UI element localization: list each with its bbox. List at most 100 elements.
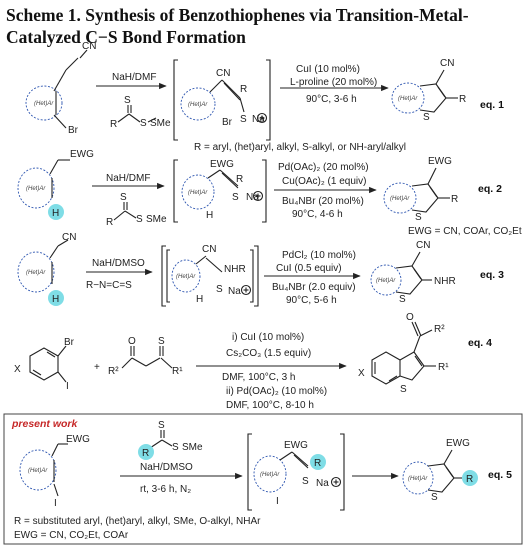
eq5-intermediate: (Het)Ar EWG R S Na I — [247, 433, 345, 511]
eq3-isothiocyanate: R−N=C=S — [86, 280, 132, 291]
svg-text:X: X — [358, 368, 365, 379]
svg-text:EWG: EWG — [210, 159, 234, 170]
eq2-dithioester: S R S SMe — [106, 192, 167, 228]
eq4-cond-5: DMF, 100°C, 8-10 h — [226, 400, 314, 411]
h-highlight — [48, 204, 64, 220]
svg-text:EWG: EWG — [446, 438, 470, 449]
svg-text:R: R — [110, 119, 117, 130]
eq5-substrate: (Het)Ar EWG I — [19, 434, 90, 509]
h-highlight — [48, 290, 64, 306]
eq2-intermediate: (Het)Ar EWG R S Na H — [173, 159, 267, 223]
eq4-thioketone: O R² S R¹ — [108, 336, 183, 377]
svg-text:Br: Br — [222, 117, 233, 128]
h-atom: H — [52, 208, 59, 219]
svg-text:O: O — [406, 312, 414, 323]
eq2-substrate: (Het)Ar EWG H — [17, 149, 94, 220]
svg-text:S: S — [400, 384, 407, 395]
eq1-row: (Het)Ar CN Br NaH/DMF S R S SMe — [25, 41, 504, 153]
eq2-cond-1: Pd(OAc)₂ (20 mol%) — [278, 162, 369, 173]
cn-atom: CN — [82, 41, 96, 52]
svg-text:EWG: EWG — [66, 434, 90, 445]
svg-text:(Het)Ar: (Het)Ar — [260, 472, 280, 478]
svg-text:Na: Na — [252, 114, 265, 125]
eq4-cond-3: DMF, 100°C, 3 h — [222, 372, 295, 383]
r-highlight — [310, 454, 326, 470]
svg-text:(Het)Ar: (Het)Ar — [398, 96, 418, 102]
eq2-product: (Het)Ar EWG R S — [383, 156, 458, 223]
svg-text:R: R — [142, 448, 149, 459]
svg-text:S: S — [124, 95, 131, 106]
svg-text:S: S — [415, 212, 422, 223]
svg-text:SMe: SMe — [146, 214, 167, 225]
eq2-reagent: NaH/DMF — [106, 173, 150, 184]
eq3-cond-2: CuI (0.5 equiv) — [276, 263, 342, 274]
svg-text:S: S — [216, 284, 223, 295]
svg-text:(Het)Ar: (Het)Ar — [26, 186, 46, 192]
eq3-cond-1: PdCl₂ (10 mol%) — [282, 250, 356, 261]
svg-text:R: R — [106, 217, 113, 228]
eq2-row: (Het)Ar EWG H NaH/DMF S R S SMe (Het)Ar — [17, 149, 522, 237]
svg-text:(Het)Ar: (Het)Ar — [188, 190, 208, 196]
svg-text:(Het)Ar: (Het)Ar — [408, 476, 428, 482]
svg-text:I: I — [66, 381, 69, 392]
svg-text:S: S — [120, 192, 127, 203]
svg-text:R: R — [240, 84, 247, 95]
svg-text:H: H — [52, 294, 59, 305]
plus-sign: + — [94, 362, 100, 373]
svg-text:SMe: SMe — [182, 442, 203, 453]
eq4-aryl-halide: Br I X — [14, 337, 75, 392]
svg-text:X: X — [14, 364, 21, 375]
svg-text:Br: Br — [64, 337, 75, 348]
svg-text:R: R — [314, 458, 321, 469]
svg-text:SMe: SMe — [150, 118, 171, 129]
svg-text:R: R — [451, 194, 458, 205]
svg-text:S: S — [172, 442, 179, 453]
eq3-reagent: NaH/DMSO — [92, 258, 145, 269]
svg-text:(Het)Ar: (Het)Ar — [188, 102, 208, 108]
eq3-product: (Het)Ar CN NHR S — [370, 240, 456, 305]
svg-text:R²: R² — [108, 366, 119, 377]
eq5-label: eq. 5 — [488, 469, 512, 481]
eq1-reagent: NaH/DMF — [112, 72, 156, 83]
svg-text:S: S — [431, 492, 438, 503]
svg-text:I: I — [54, 498, 57, 509]
eq4-cond-1: i) CuI (10 mol%) — [232, 332, 304, 343]
svg-text:(Het)Ar: (Het)Ar — [176, 274, 196, 280]
svg-text:S: S — [240, 114, 247, 125]
eq5-reagent: NaH/DMSO — [140, 462, 193, 473]
eq2-ewg-definition: EWG = CN, COAr, CO₂Et — [408, 226, 522, 237]
eq5-present-work-box: present work (Het)Ar EWG I S R S SMe NaH… — [3, 413, 523, 545]
eq3-cond-3: Bu₄NBr (2.0 equiv) — [272, 282, 356, 293]
svg-text:EWG: EWG — [70, 149, 94, 160]
br-atom: Br — [68, 125, 79, 136]
r-highlight — [138, 444, 154, 460]
eq4-row: Br I X + O R² S R¹ i) CuI (10 mol%) Cs₂C… — [14, 312, 492, 411]
svg-text:(Het)Ar: (Het)Ar — [376, 278, 396, 284]
svg-text:Na: Na — [316, 478, 329, 489]
svg-text:R¹: R¹ — [438, 362, 449, 373]
svg-text:S: S — [232, 192, 239, 203]
svg-text:Na: Na — [228, 286, 241, 297]
svg-text:S: S — [140, 118, 147, 129]
svg-text:S: S — [399, 294, 406, 305]
eq1-r-definition: R = aryl, (het)aryl, alkyl, S-alkyl, or … — [194, 142, 406, 153]
svg-text:S: S — [158, 420, 165, 431]
eq4-product: S R¹ O R² X — [358, 312, 449, 395]
svg-text:Na: Na — [246, 192, 259, 203]
svg-text:H: H — [196, 294, 203, 305]
eq2-label: eq. 2 — [478, 183, 502, 195]
svg-text:CN: CN — [202, 244, 216, 255]
eq4-label: eq. 4 — [468, 337, 492, 349]
eq4-cond-4: ii) Pd(OAc)₂ (10 mol%) — [226, 386, 327, 397]
eq3-cond-4: 90°C, 5-6 h — [286, 295, 337, 306]
present-work-frame — [3, 413, 523, 545]
svg-text:(Het)Ar: (Het)Ar — [26, 270, 46, 276]
svg-text:CN: CN — [62, 232, 76, 243]
eq3-row: (Het)Ar CN H NaH/DMSO R−N=C=S (Het)Ar CN… — [17, 232, 504, 307]
eq3-intermediate: (Het)Ar CN NHR S Na H — [161, 244, 259, 307]
eq1-cond-2: L-proline (20 mol%) — [290, 77, 377, 88]
svg-text:EWG: EWG — [284, 440, 308, 451]
svg-text:NHR: NHR — [224, 264, 246, 275]
svg-text:R: R — [459, 94, 466, 105]
